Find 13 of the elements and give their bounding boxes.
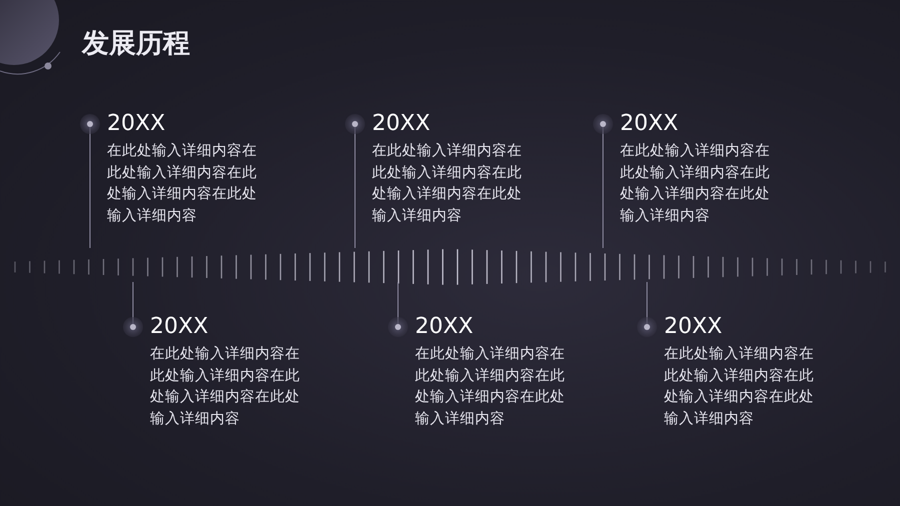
title: 发展历程 [82, 27, 190, 61]
description-text: 在此处输入详细内容在此处输入详细内容在此处输入详细内容在此处输入详细内容 [620, 142, 771, 226]
year-label: 20XX [415, 313, 474, 341]
year-label: 20XX [107, 110, 166, 138]
year-label: 20XX [664, 313, 724, 341]
description-text: 在此处输入详细内容在此处输入详细内容在此处输入详细内容在此处输入详细内容 [372, 142, 523, 226]
year-label: 20XX [150, 313, 210, 341]
description-text: 在此处输入详细内容在此处输入详细内容在此处输入详细内容在此处输入详细内容 [107, 142, 258, 226]
description-text: 在此处输入详细内容在此处输入详细内容在此处输入详细内容在此处输入详细内容 [150, 344, 301, 428]
description-text: 在此处输入详细内容在此处输入详细内容在此处输入详细内容在此处输入详细内容 [415, 344, 566, 428]
year-label: 20XX [620, 110, 680, 138]
description-text: 在此处输入详细内容在此处输入详细内容在此处输入详细内容在此处输入详细内容 [664, 344, 815, 428]
year-label: 20XX [372, 110, 432, 138]
